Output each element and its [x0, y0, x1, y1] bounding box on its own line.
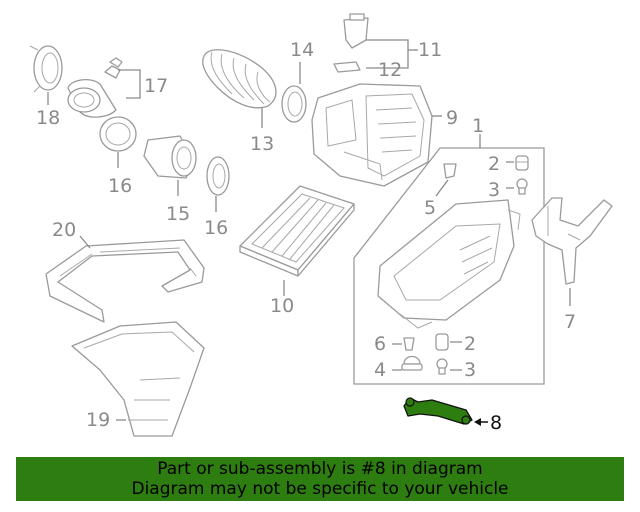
part-3-bolt-upper — [516, 178, 528, 195]
callout-5: 5 — [424, 197, 436, 219]
callout-20: 20 — [52, 219, 76, 241]
callout-10: 10 — [270, 295, 294, 317]
part-10-filter — [239, 185, 355, 277]
callout-12: 12 — [378, 59, 402, 81]
callout-3-upper: 3 — [488, 179, 500, 201]
part-16-clamp-left — [99, 116, 137, 152]
banner-line-1: Part or sub-assembly is #8 in diagram — [157, 459, 483, 479]
part-7-bracket — [531, 197, 613, 285]
banner-line-2: Diagram may not be specific to your vehi… — [131, 479, 509, 499]
callout-15: 15 — [166, 203, 190, 225]
part-duct-upper-left — [67, 78, 117, 118]
part-17-clips — [104, 57, 123, 79]
part-6-cap — [403, 337, 415, 351]
callout-8[interactable]: 8 — [490, 412, 502, 434]
part-19-lower-cover — [71, 321, 205, 437]
part-9-upper-housing — [311, 83, 433, 187]
part-lower-housing — [377, 199, 521, 329]
callout-14: 14 — [290, 39, 314, 61]
part-2-grommet-upper — [515, 155, 529, 171]
callout-11: 11 — [418, 39, 442, 61]
part-20-seal — [45, 239, 205, 323]
part-12-gasket — [333, 61, 361, 73]
parts-diagram: 18 17 16 15 16 13 14 11 12 9 1 2 3 5 20 … — [29, 13, 613, 437]
callout-3-lower: 3 — [464, 359, 476, 381]
part-14-clamp — [281, 85, 307, 123]
part-16-clamp-right — [206, 156, 230, 196]
part-11-sensor — [343, 13, 369, 49]
callout-9: 9 — [446, 107, 458, 129]
callout-13: 13 — [250, 133, 274, 155]
callout-16-right: 16 — [204, 217, 228, 239]
part-info-banner: Part or sub-assembly is #8 in diagram Di… — [16, 457, 624, 501]
part-15-hose — [143, 135, 197, 179]
part-8-highlighted[interactable] — [403, 397, 473, 425]
callout-19: 19 — [86, 409, 110, 431]
assembly-1-outline — [353, 147, 545, 385]
part-18-clamp — [29, 45, 63, 93]
callout-2-lower: 2 — [464, 333, 476, 355]
callout-18: 18 — [36, 107, 60, 129]
callout-6: 6 — [374, 333, 386, 355]
callout-16-left: 16 — [108, 175, 132, 197]
callout-4: 4 — [374, 359, 386, 381]
callout-7: 7 — [564, 311, 576, 333]
callout-1: 1 — [472, 115, 484, 137]
part-4-mount — [401, 355, 423, 371]
part-3-bolt-lower — [436, 358, 448, 375]
part-13-bellows-hose — [202, 49, 277, 109]
part-5-clip — [443, 163, 457, 179]
callout-17: 17 — [144, 75, 168, 97]
part-2-grommet-lower — [435, 333, 449, 351]
callout-2-upper: 2 — [488, 153, 500, 175]
